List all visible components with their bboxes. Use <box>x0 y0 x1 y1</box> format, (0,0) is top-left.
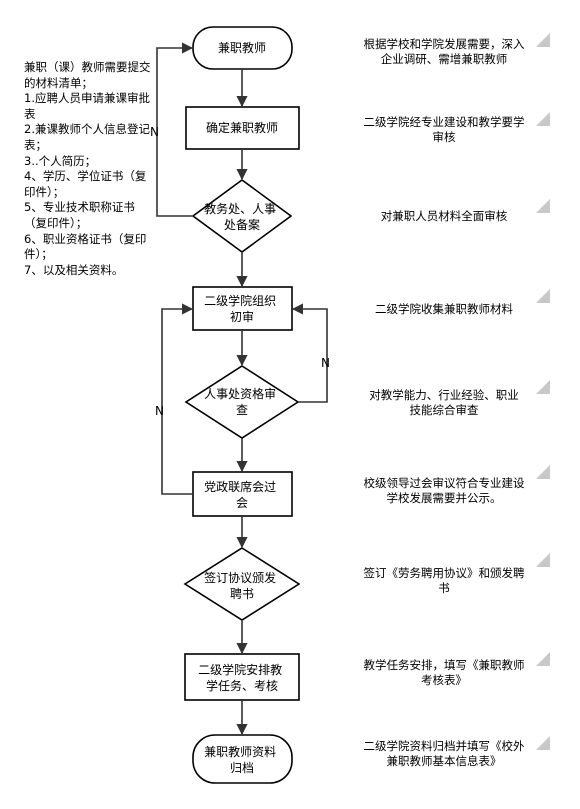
note-8-fold <box>536 652 550 666</box>
note-5-fold <box>536 380 550 394</box>
qualification-label: 人事处资格审 查 <box>204 386 280 417</box>
label-n-1: N <box>150 125 159 139</box>
filing-label-line2: 处备案 <box>224 217 260 232</box>
sign-label: 签订协议颁发 聘书 <box>204 570 280 601</box>
qualification-line2: 查 <box>236 403 248 417</box>
arrange-line1: 二级学院安排教 <box>198 662 282 677</box>
note-4-line1: 二级学院收集兼职教师材料 <box>375 302 513 316</box>
qualification-line1: 人事处资格审 <box>204 386 276 401</box>
arrange-line2: 学任务、考核 <box>206 678 278 693</box>
note-6: 校级领导过会审议符合专业建设 学校发展需要并公示。 <box>349 476 539 506</box>
meeting-line2: 会 <box>236 496 248 510</box>
college-review-label: 二级学院组织 初审 <box>204 293 280 324</box>
note-5-line2: 技能综合审查 <box>409 403 479 417</box>
meeting-label: 党政联席会过 会 <box>204 479 280 510</box>
note-2-line2: 审核 <box>432 130 456 144</box>
materials-title: 兼职（课）教师需要提交的材料清单； <box>24 60 151 90</box>
sign-line2: 聘书 <box>230 587 254 601</box>
filing-label-line1: 教务处、人事 <box>204 201 276 216</box>
end-label: 兼职教师资料 归档 <box>204 744 280 775</box>
note-2-line1: 二级学院经专业建设和教学要学 <box>363 115 525 129</box>
note-9-line2: 兼职教师基本信息表》 <box>386 754 502 768</box>
note-5-line1: 对教学能力、行业经验、职业 <box>369 388 519 402</box>
note-8-line1: 教学任务安排，填写《兼职教师 <box>363 658 525 672</box>
note-9-line1: 二级学院资料归档并填写《校外 <box>363 739 525 753</box>
note-7: 签订《劳务聘用协议》和颁发聘 书 <box>349 566 539 596</box>
note-2-fold <box>536 112 550 126</box>
college-review-line2: 初审 <box>230 309 254 324</box>
confirm-label-line1: 确定兼职教师 <box>206 120 278 135</box>
note-7-line2: 书 <box>438 581 450 595</box>
note-6-line1: 校级领导过会审议符合专业建设 <box>363 476 525 490</box>
end-line1: 兼职教师资料 <box>204 744 276 759</box>
note-3-line1: 对兼职人员材料全面审核 <box>380 209 508 223</box>
note-1-line2: 企业调研、需增兼职教师 <box>380 52 508 66</box>
filing-decision <box>191 179 293 253</box>
arrange-box <box>184 653 300 701</box>
college-review-box <box>192 286 293 331</box>
note-5: 对教学能力、行业经验、职业 技能综合审查 <box>349 388 539 418</box>
materials-item: 6、职业资格证书（复印件）； <box>24 231 147 262</box>
note-3-fold <box>536 199 550 213</box>
materials-item: 1.应聘人员申请兼课审批表 <box>24 91 150 121</box>
sign-line1: 签订协议颁发 <box>204 570 276 585</box>
meeting-box <box>192 471 293 517</box>
note-8-line2: 考核表》 <box>421 673 467 687</box>
meeting-line1: 党政联席会过 <box>204 479 276 494</box>
end-terminal <box>192 734 293 784</box>
loop-filing-to-start <box>156 42 194 217</box>
note-2: 二级学院经专业建设和教学要学 审核 <box>349 115 539 145</box>
note-1-line1: 根据学校和学院发展需要，深入 <box>363 37 525 51</box>
materials-item: 3..个人简历； <box>24 153 97 168</box>
note-1-fold <box>536 33 550 47</box>
materials-item: 5、专业技术职称证书（复印件）； <box>24 200 135 230</box>
loop-meeting-to-review <box>161 303 194 495</box>
materials-item: 7、以及相关资料。 <box>24 262 124 277</box>
qualification-decision <box>184 365 300 439</box>
start-label: 兼职教师 <box>218 40 266 55</box>
materials-item: 4、学历、学位证书（复印件）； <box>24 169 147 199</box>
label-n-2: N <box>321 356 330 370</box>
note-3: 对兼职人员材料全面审核 <box>349 209 539 224</box>
note-6-fold <box>536 465 550 479</box>
note-8: 教学任务安排，填写《兼职教师 考核表》 <box>349 658 539 688</box>
note-4-fold <box>536 289 550 303</box>
college-review-line1: 二级学院组织 <box>204 293 276 308</box>
note-7-line1: 签订《劳务聘用协议》和颁发聘 <box>363 566 525 580</box>
note-9-fold <box>536 736 550 750</box>
note-4: 二级学院收集兼职教师材料 <box>349 302 539 317</box>
filing-label: 教务处、人事 处备案 <box>204 201 280 232</box>
end-line2: 归档 <box>230 761 254 775</box>
note-9: 二级学院资料归档并填写《校外 兼职教师基本信息表》 <box>349 739 539 769</box>
loop-qualification-to-review <box>291 303 328 403</box>
note-7-fold <box>536 553 550 567</box>
note-1: 根据学校和学院发展需要，深入 企业调研、需增兼职教师 <box>349 37 539 67</box>
confirm-label: 确定兼职教师 <box>206 120 278 135</box>
arrange-label: 二级学院安排教 学任务、考核 <box>198 662 286 693</box>
note-6-line2: 学校发展需要并公示。 <box>386 491 502 505</box>
label-n-3: N <box>155 404 164 418</box>
materials-item: 2.兼课教师个人信息登记表； <box>24 122 150 152</box>
